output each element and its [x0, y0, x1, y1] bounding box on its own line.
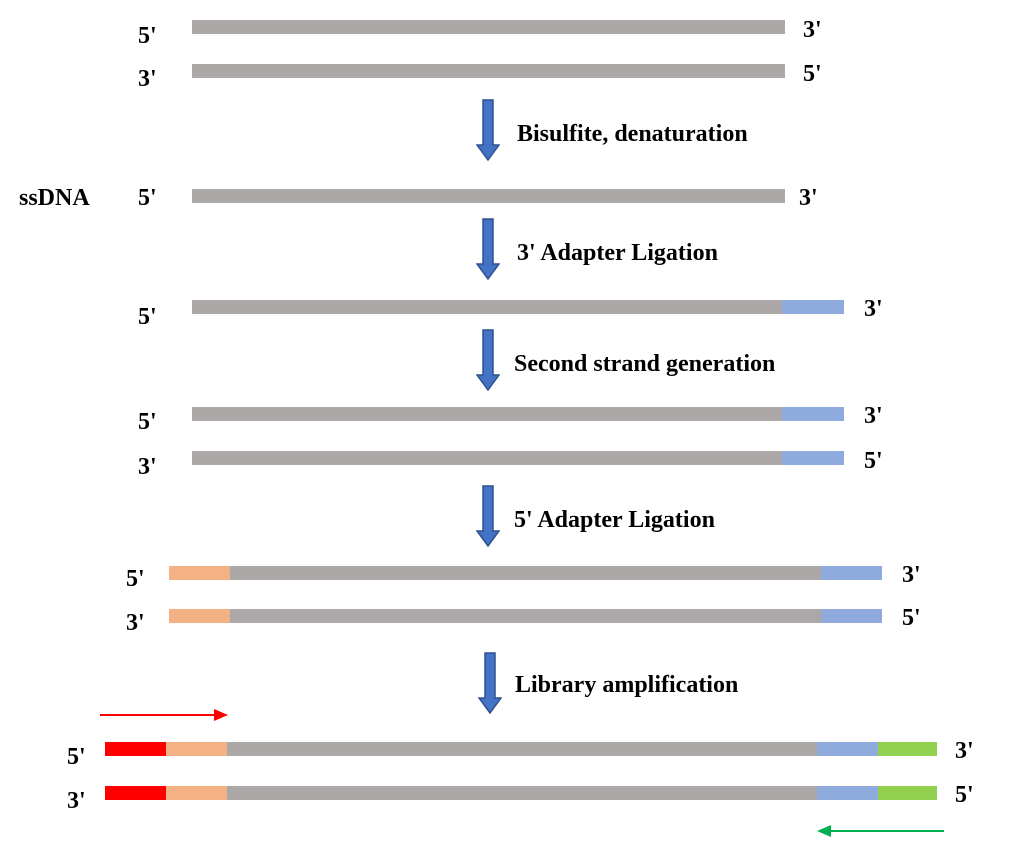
row5a-adapter-3 [821, 566, 882, 580]
down-arrow-icon [476, 329, 500, 391]
step-second-strand-generation: Second strand generation [514, 351, 776, 377]
row6b-dna [227, 786, 817, 800]
row4a-left-label: 5' [138, 409, 157, 435]
row6b-right-label: 5' [955, 782, 974, 808]
row5a-left-label: 5' [126, 566, 145, 592]
step-3-adapter-ligation: 3' Adapter Ligation [517, 240, 718, 266]
row5b-adapter-3 [821, 609, 882, 623]
row6a-adapter-3 [817, 742, 878, 756]
ssdna-strand [192, 189, 785, 203]
row5b-adapter-5 [169, 609, 230, 623]
row6a-primer-tail [878, 742, 937, 756]
dna-strand-top [192, 20, 785, 34]
row4b-dna [192, 451, 782, 465]
row4a-adapter-3 [782, 407, 844, 421]
row6a-left-label: 5' [67, 744, 86, 770]
row6b-adapter-3 [817, 786, 878, 800]
row3-adapter-3 [782, 300, 844, 314]
down-arrow-icon [476, 218, 500, 280]
ssdna-right-label: 3' [799, 185, 818, 211]
step-library-amplification: Library amplification [515, 672, 739, 698]
row3-right-label: 3' [864, 296, 883, 322]
strand-2-right-label: 5' [803, 61, 822, 87]
row6a-adapter-5 [166, 742, 227, 756]
row5a-right-label: 3' [902, 562, 921, 588]
dna-strand-bottom [192, 64, 785, 78]
reverse-primer-arrow-icon [817, 825, 944, 837]
ssdna-left-label: 5' [138, 185, 157, 211]
row6a-dna [227, 742, 817, 756]
row5a-dna [230, 566, 821, 580]
row3-dna [192, 300, 782, 314]
down-arrow-icon [478, 652, 502, 714]
strand-1-left-label: 5' [138, 23, 157, 49]
strand-1-right-label: 3' [803, 17, 822, 43]
row3-left-label: 5' [138, 304, 157, 330]
row5b-dna [230, 609, 821, 623]
down-arrow-icon [476, 485, 500, 547]
row6b-left-label: 3' [67, 788, 86, 814]
row5a-adapter-5 [169, 566, 230, 580]
row6a-right-label: 3' [955, 738, 974, 764]
row5b-left-label: 3' [126, 610, 145, 636]
strand-2-left-label: 3' [138, 66, 157, 92]
row6b-primer-forward [105, 786, 166, 800]
forward-primer-arrow-icon [100, 709, 228, 721]
row6b-adapter-5 [166, 786, 227, 800]
ssdna-label: ssDNA [19, 185, 90, 211]
row4b-left-label: 3' [138, 454, 157, 480]
step-5-adapter-ligation: 5' Adapter Ligation [514, 507, 715, 533]
row4b-right-label: 5' [864, 448, 883, 474]
step-bisulfite-denaturation: Bisulfite, denaturation [517, 121, 748, 147]
down-arrow-icon [476, 99, 500, 161]
row4a-right-label: 3' [864, 403, 883, 429]
row4a-dna [192, 407, 782, 421]
row6b-primer-tail [878, 786, 937, 800]
row5b-right-label: 5' [902, 605, 921, 631]
row6a-primer-forward [105, 742, 166, 756]
row4b-adapter-3 [782, 451, 844, 465]
